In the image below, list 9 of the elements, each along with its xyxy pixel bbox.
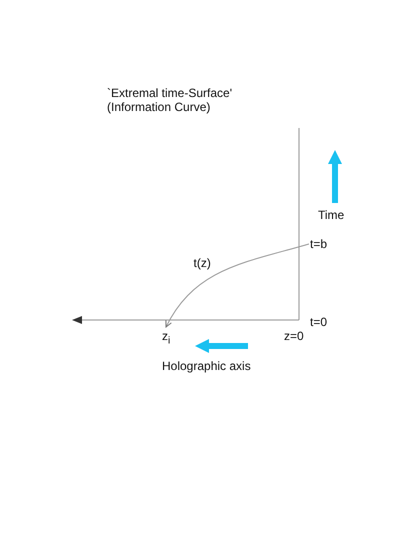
point-label: t=b: [310, 237, 328, 251]
axis-value: t=0: [310, 315, 328, 329]
curve: [166, 244, 310, 328]
axis-value: z=0: [284, 329, 304, 343]
point-label: z$_{i}$: [162, 329, 170, 348]
curve-label: t(z): [194, 256, 211, 270]
axis-label: Time: [318, 208, 344, 222]
axis-label: Holographic axis: [162, 359, 251, 373]
diagram-title: `Extremal time-Surface' (Information Curve): [107, 86, 233, 114]
